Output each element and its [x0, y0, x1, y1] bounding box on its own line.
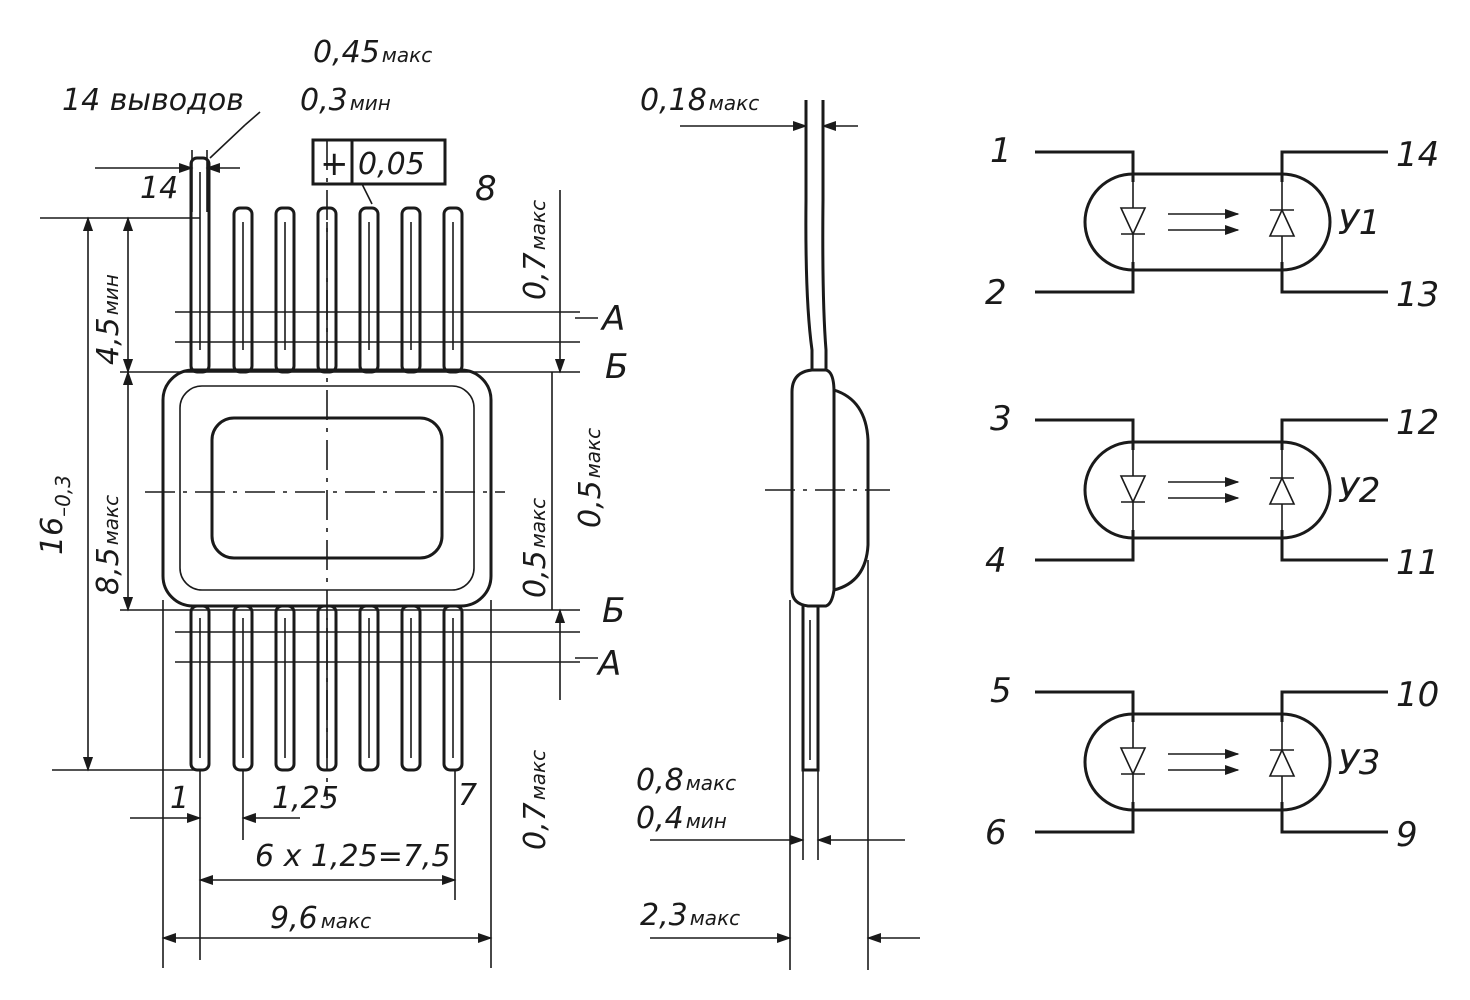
top-lead: [274, 206, 296, 374]
pin-label: 9: [1396, 815, 1418, 855]
pin-label-1: 1: [170, 781, 189, 816]
top-lead: [442, 206, 464, 374]
optocoupler-outline: [1083, 440, 1332, 540]
side-lens: [833, 388, 870, 592]
bottom-lead: [189, 604, 211, 772]
tolerance-frame: [311, 138, 447, 186]
bottom-lead: [274, 604, 296, 772]
pitch-total-dim: 6 x 1,25=7,5: [255, 839, 451, 874]
top-lead: [232, 206, 254, 374]
photodiode-icon: [1268, 748, 1296, 777]
pin-label: 13: [1396, 275, 1439, 315]
section-label-a-bottom: А: [596, 644, 621, 684]
pin-label: 6: [985, 813, 1007, 853]
leads-count-label: 14 выводов: [62, 83, 244, 118]
lower-right-dim: 0,7макс: [518, 750, 553, 850]
top-lead: [358, 206, 380, 374]
pitch-dim: 1,25: [272, 781, 339, 816]
optocoupler-channel: 1 2 14 13 У1: [985, 131, 1439, 315]
pin-label: 10: [1396, 675, 1439, 715]
total-height-dim: 16–0,3: [35, 475, 75, 555]
bottom-lead-group: [189, 604, 464, 772]
channel-name: У3: [1338, 743, 1380, 783]
channel-name: У2: [1338, 471, 1380, 511]
photodiode-icon: [1268, 208, 1296, 237]
photodiode-icon: [1268, 476, 1296, 505]
led-icon: [1119, 747, 1147, 776]
section-label-b-bottom: Б: [602, 591, 625, 631]
pin-label: 14: [1396, 135, 1439, 175]
channel-name: У1: [1338, 203, 1380, 243]
tolerance-value: 0,05: [358, 147, 425, 182]
mid-right-dim-1: 0,5макс: [573, 428, 608, 528]
optocoupler-channel: 5 6 10 9 У3: [985, 671, 1439, 855]
top-lead: [400, 206, 422, 374]
upper-right-dim: 0,7макс: [518, 200, 553, 300]
pin-label: 5: [990, 671, 1012, 711]
bottom-lead: [316, 604, 338, 772]
section-label-b-top: Б: [605, 347, 628, 387]
pin-label: 3: [990, 399, 1012, 439]
section-label-a-top: А: [600, 299, 625, 339]
pin-label: 11: [1396, 543, 1439, 583]
pin-label: 1: [990, 131, 1012, 171]
bottom-lead: [442, 604, 464, 772]
top-lead: [316, 206, 338, 374]
led-icon: [1119, 475, 1147, 504]
side-body: [790, 368, 836, 608]
package-window: [210, 416, 444, 560]
tolerance-symbol: +: [320, 144, 349, 184]
optocoupler-outline: [1083, 172, 1332, 272]
pin-label: 4: [985, 541, 1007, 581]
mid-right-dim-2: 0,5макс: [518, 498, 553, 598]
optocoupler-channel: 3 4 12 11 У2: [985, 399, 1439, 583]
bottom-lead: [358, 604, 380, 772]
optocoupler-outline: [1083, 712, 1332, 812]
bottom-lead: [400, 604, 422, 772]
led-icon: [1119, 207, 1147, 236]
pin-label-14: 14: [140, 171, 178, 206]
pin-label: 2: [985, 273, 1007, 313]
pin-label-8: 8: [475, 169, 497, 209]
pin-label-7: 7: [458, 778, 477, 813]
bottom-lead: [232, 604, 254, 772]
lead-length-min-dim: 4,5мин: [91, 274, 126, 365]
pin-label: 12: [1396, 403, 1439, 443]
body-height-dim: 8,5макс: [91, 495, 126, 595]
